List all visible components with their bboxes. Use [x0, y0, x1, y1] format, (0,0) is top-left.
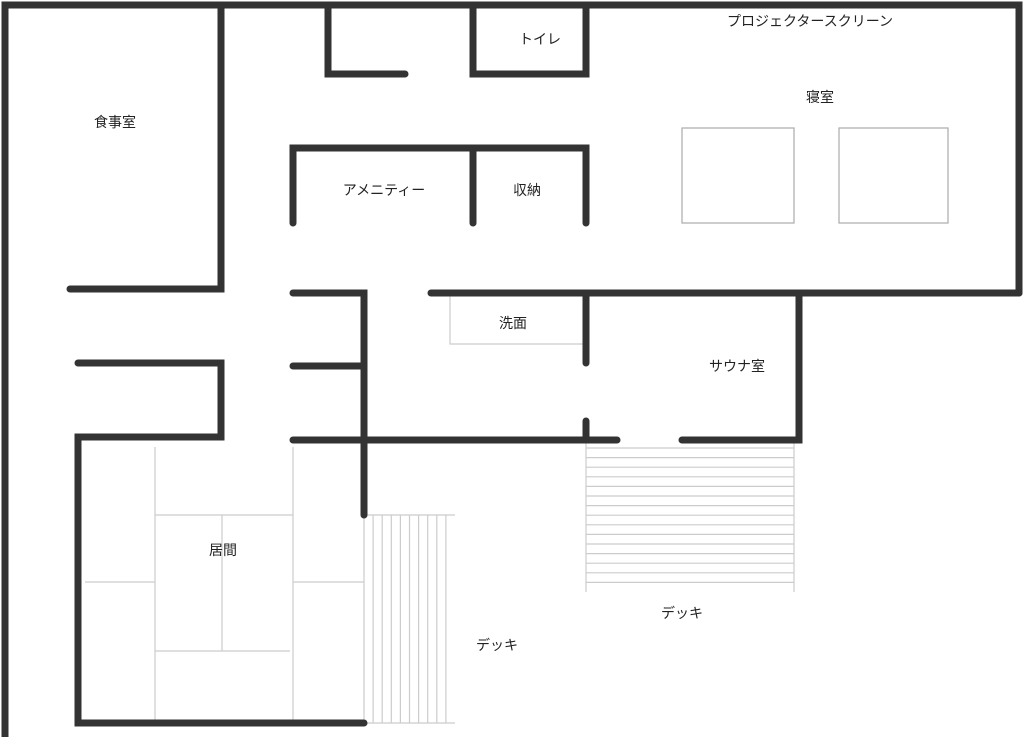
- room-label-dining: 食事室: [94, 115, 136, 131]
- room-label-deck-right: デッキ: [661, 606, 703, 622]
- room-label-amenity: アメニティー: [342, 183, 426, 199]
- bed-left: [681, 127, 795, 224]
- tatami-mats: [85, 447, 364, 720]
- deck-right-boards: [585, 440, 795, 592]
- deck-left-boards: [363, 514, 455, 724]
- room-label-sauna: サウナ室: [709, 359, 765, 375]
- room-label-living: 居間: [209, 543, 237, 559]
- room-label-storage: 収納: [513, 183, 541, 199]
- washroom-counter: [449, 293, 583, 345]
- room-label-deck-left: デッキ: [476, 638, 518, 654]
- room-label-projector-screen: プロジェクタースクリーン: [726, 14, 894, 30]
- room-label-washroom: 洗面: [499, 316, 527, 332]
- bed-right: [838, 127, 949, 224]
- room-label-bedroom: 寝室: [806, 90, 834, 106]
- room-label-toilet: トイレ: [519, 32, 561, 48]
